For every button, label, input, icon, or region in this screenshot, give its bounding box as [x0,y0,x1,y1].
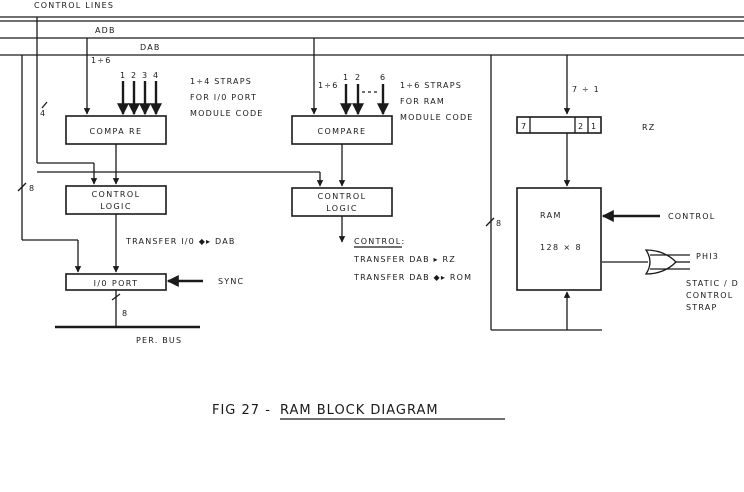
io-port-label: I/0 PORT [94,279,139,288]
straps-note-left-3: MODULE CODE [190,109,264,118]
figure-number: FIG 27 - [212,403,271,418]
ram-box [516,187,602,291]
strap-3-left: 3 [142,71,148,80]
compare-label-mid: COMPARE [318,127,367,136]
straps-note-left-1: 1÷4 STRAPS [190,77,252,86]
transfer-io-label: TRANSFER I/0 ◆▸ DAB [125,237,236,246]
sync-label: SYNC [218,277,244,286]
adb-range-left: 1÷6 [91,56,111,65]
width-4-label: 4 [40,109,46,118]
width-8-per-label: 8 [122,309,128,318]
width-8-right-label: 8 [496,219,502,228]
per-bus-label: PER. BUS [136,336,182,345]
static-note-1: STATIC / D [686,279,739,288]
control-logic-mid-line1: CONTROL [318,192,367,201]
bus-lines: CONTROL LINES ADB DAB [0,1,744,56]
dab-range-right: 7 ÷ 1 [572,85,600,94]
strap-2-left: 2 [131,71,137,80]
rz-bit-2: 2 [578,122,584,131]
adb-label: ADB [95,26,116,35]
or-gate [644,249,677,275]
rz-bit-1: 1 [591,122,597,131]
strap-1-left: 1 [120,71,126,80]
figure-title: RAM BLOCK DIAGRAM [280,403,439,418]
dab-label: DAB [140,43,161,52]
control-label: CONTROL [668,212,715,221]
control-logic-box-mid [291,187,393,217]
control-lines-label: CONTROL LINES [34,1,114,10]
strap-6-mid: 6 [380,73,386,82]
control-logic-left-line2: LOGIC [100,202,132,211]
strap-1-mid: 1 [343,73,349,82]
straps-note-mid-3: MODULE CODE [400,113,474,122]
straps-note-mid-1: 1÷6 STRAPS [400,81,462,90]
control-note-title: CONTROL: [354,237,405,246]
compare-box-left [65,115,167,145]
static-note-3: STRAP [686,303,718,312]
tick-4 [41,101,48,109]
straps-note-mid-2: FOR RAM [400,97,445,106]
control-logic-mid-line2: LOGIC [326,204,358,213]
io-port-section: 4 8 1÷6 1 2 3 4 1÷4 STRAPS FOR I/0 PORT … [17,17,324,345]
ram-title: RAM [540,211,562,220]
phi3-label: PHI3 [696,252,719,261]
width-8-left-label: 8 [29,184,35,193]
tick-8-per [111,293,121,301]
tick-8-right [485,217,495,227]
rz-register [516,116,602,134]
strap-4-left: 4 [153,71,159,80]
control-note-line3: TRANSFER DAB ◆▸ ROM [353,273,472,282]
ram-module-section: 1÷6 1 2 6 1÷6 STRAPS FOR RAM MODULE CODE… [291,38,474,282]
adb-range-mid: 1÷6 [318,81,338,90]
strap-2-mid: 2 [355,73,361,82]
compare-label-left: COMPA RE [90,127,143,136]
figure-caption: FIG 27 - RAM BLOCK DIAGRAM [212,403,505,420]
static-note-2: CONTROL [686,291,733,300]
control-logic-left-line1: CONTROL [92,190,141,199]
control-note-line2: TRANSFER DAB ▸ RZ [353,255,456,264]
tick-8-left [17,182,27,192]
control-logic-box-left [65,185,167,215]
ram-section: 8 7 ÷ 1 7 2 1 RZ RAM 128 × 8 CONTROL PHI… [485,55,739,331]
rz-label: RZ [642,123,655,132]
straps-note-left-2: FOR I/0 PORT [190,93,257,102]
rz-bit-7: 7 [521,122,527,131]
ram-size: 128 × 8 [540,243,582,252]
